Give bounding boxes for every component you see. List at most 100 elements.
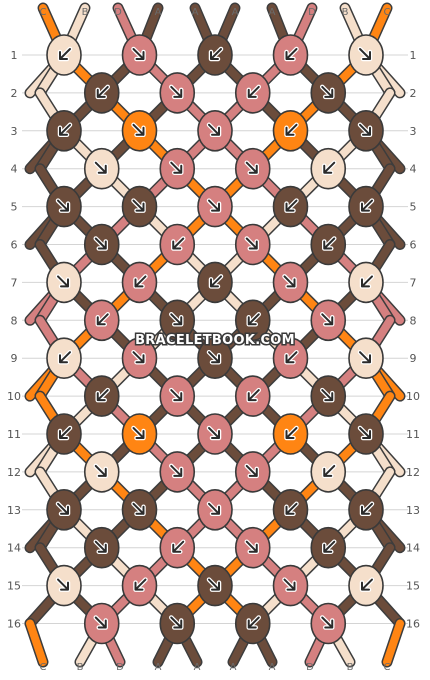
arrow-down-right-icon <box>321 616 334 629</box>
knot <box>121 337 158 380</box>
arrow-down-left-icon <box>323 540 336 553</box>
knot <box>83 147 120 190</box>
knot <box>272 185 309 228</box>
knot <box>46 110 82 152</box>
row-label-left: 2 <box>11 87 18 100</box>
string-label-top: D <box>308 7 316 18</box>
arrow-down-left-icon <box>323 464 336 477</box>
row-label-right: 3 <box>410 125 417 138</box>
arrow-down-right-icon <box>94 161 107 174</box>
string-label-top: A <box>232 7 239 18</box>
knot <box>159 299 196 342</box>
arrow-down-left-icon <box>172 540 185 553</box>
arrow-down-right-icon <box>94 237 107 250</box>
row-label-right: 14 <box>406 542 420 555</box>
knot <box>197 413 233 455</box>
arrow-down-left-icon <box>361 199 373 212</box>
thread-segment <box>26 619 47 666</box>
row-label-left: 9 <box>11 352 18 365</box>
row-label-right: 7 <box>410 276 417 289</box>
watermark: BRACELETBOOK.COM <box>135 333 295 348</box>
arrow-down-left-icon <box>323 161 336 174</box>
arrow-down-right-icon <box>170 313 183 326</box>
arrow-down-right-icon <box>57 502 69 515</box>
string-label-top: D <box>114 7 122 18</box>
arrow-down-right-icon <box>57 199 69 212</box>
knot <box>348 261 384 304</box>
knot <box>159 375 196 417</box>
string-label-bottom: A <box>194 662 201 673</box>
arrow-down-right-icon <box>321 313 334 326</box>
string-label-bottom: A <box>155 662 162 673</box>
row-label-left: 13 <box>7 504 21 517</box>
arrow-down-left-icon <box>285 199 298 212</box>
knot <box>46 413 82 455</box>
knot <box>348 488 384 531</box>
row-label-left: 3 <box>11 125 18 138</box>
arrow-down-right-icon <box>245 161 258 174</box>
knot <box>121 185 158 228</box>
knot <box>348 110 384 152</box>
knot <box>83 451 120 493</box>
knot <box>121 488 158 531</box>
arrow-down-right-icon <box>132 123 145 136</box>
knot <box>234 451 271 493</box>
row-label-left: 7 <box>11 276 18 289</box>
knot <box>348 564 384 607</box>
row-label-right: 12 <box>406 466 420 479</box>
arrow-down-left-icon <box>323 237 336 250</box>
arrow-down-right-icon <box>170 389 183 402</box>
arrow-down-right-icon <box>132 199 145 212</box>
knot <box>310 223 347 266</box>
string-label-bottom: A <box>269 662 276 673</box>
knot <box>310 451 347 493</box>
arrow-down-left-icon <box>96 389 109 402</box>
knot <box>272 413 309 455</box>
knot <box>159 526 196 569</box>
string-label-bottom: C <box>40 662 47 673</box>
knot <box>234 147 271 190</box>
row-label-right: 2 <box>410 87 417 100</box>
knot <box>121 110 158 152</box>
arrow-down-left-icon <box>247 313 260 326</box>
knot <box>348 413 384 455</box>
knot <box>310 602 347 645</box>
knot <box>159 147 196 190</box>
row-label-right: 13 <box>406 504 420 517</box>
knot <box>272 34 309 76</box>
arrow-down-left-icon <box>285 427 298 439</box>
arrow-down-right-icon <box>245 540 258 553</box>
arrow-down-right-icon <box>283 275 296 288</box>
knot <box>83 602 120 645</box>
row-label-right: 16 <box>406 618 420 631</box>
arrow-down-right-icon <box>170 616 183 629</box>
row-label-right: 8 <box>410 314 417 327</box>
knot <box>121 34 158 76</box>
thread-segment <box>383 619 404 666</box>
arrow-down-right-icon <box>208 123 220 136</box>
knot <box>234 223 271 266</box>
knot <box>197 337 233 380</box>
row-label-right: 15 <box>406 580 420 593</box>
arrow-down-left-icon <box>134 275 147 288</box>
arrow-down-right-icon <box>321 389 334 402</box>
arrow-down-right-icon <box>170 85 183 98</box>
arrow-down-right-icon <box>170 464 183 477</box>
arrow-down-right-icon <box>359 48 371 60</box>
knot <box>234 72 271 114</box>
arrow-down-left-icon <box>59 123 71 136</box>
knot <box>159 602 196 645</box>
knot <box>46 488 82 531</box>
knot <box>83 375 120 417</box>
arrow-down-left-icon <box>247 85 260 98</box>
arrow-down-left-icon <box>285 502 298 515</box>
knot <box>197 564 233 607</box>
row-label-right: 11 <box>406 428 420 441</box>
arrow-down-left-icon <box>361 502 373 515</box>
row-label-left: 12 <box>7 466 21 479</box>
row-label-right: 10 <box>406 390 420 403</box>
string-label-top: B <box>82 7 89 18</box>
knot <box>83 72 120 114</box>
arrow-down-right-icon <box>208 199 220 212</box>
knot <box>46 564 82 607</box>
